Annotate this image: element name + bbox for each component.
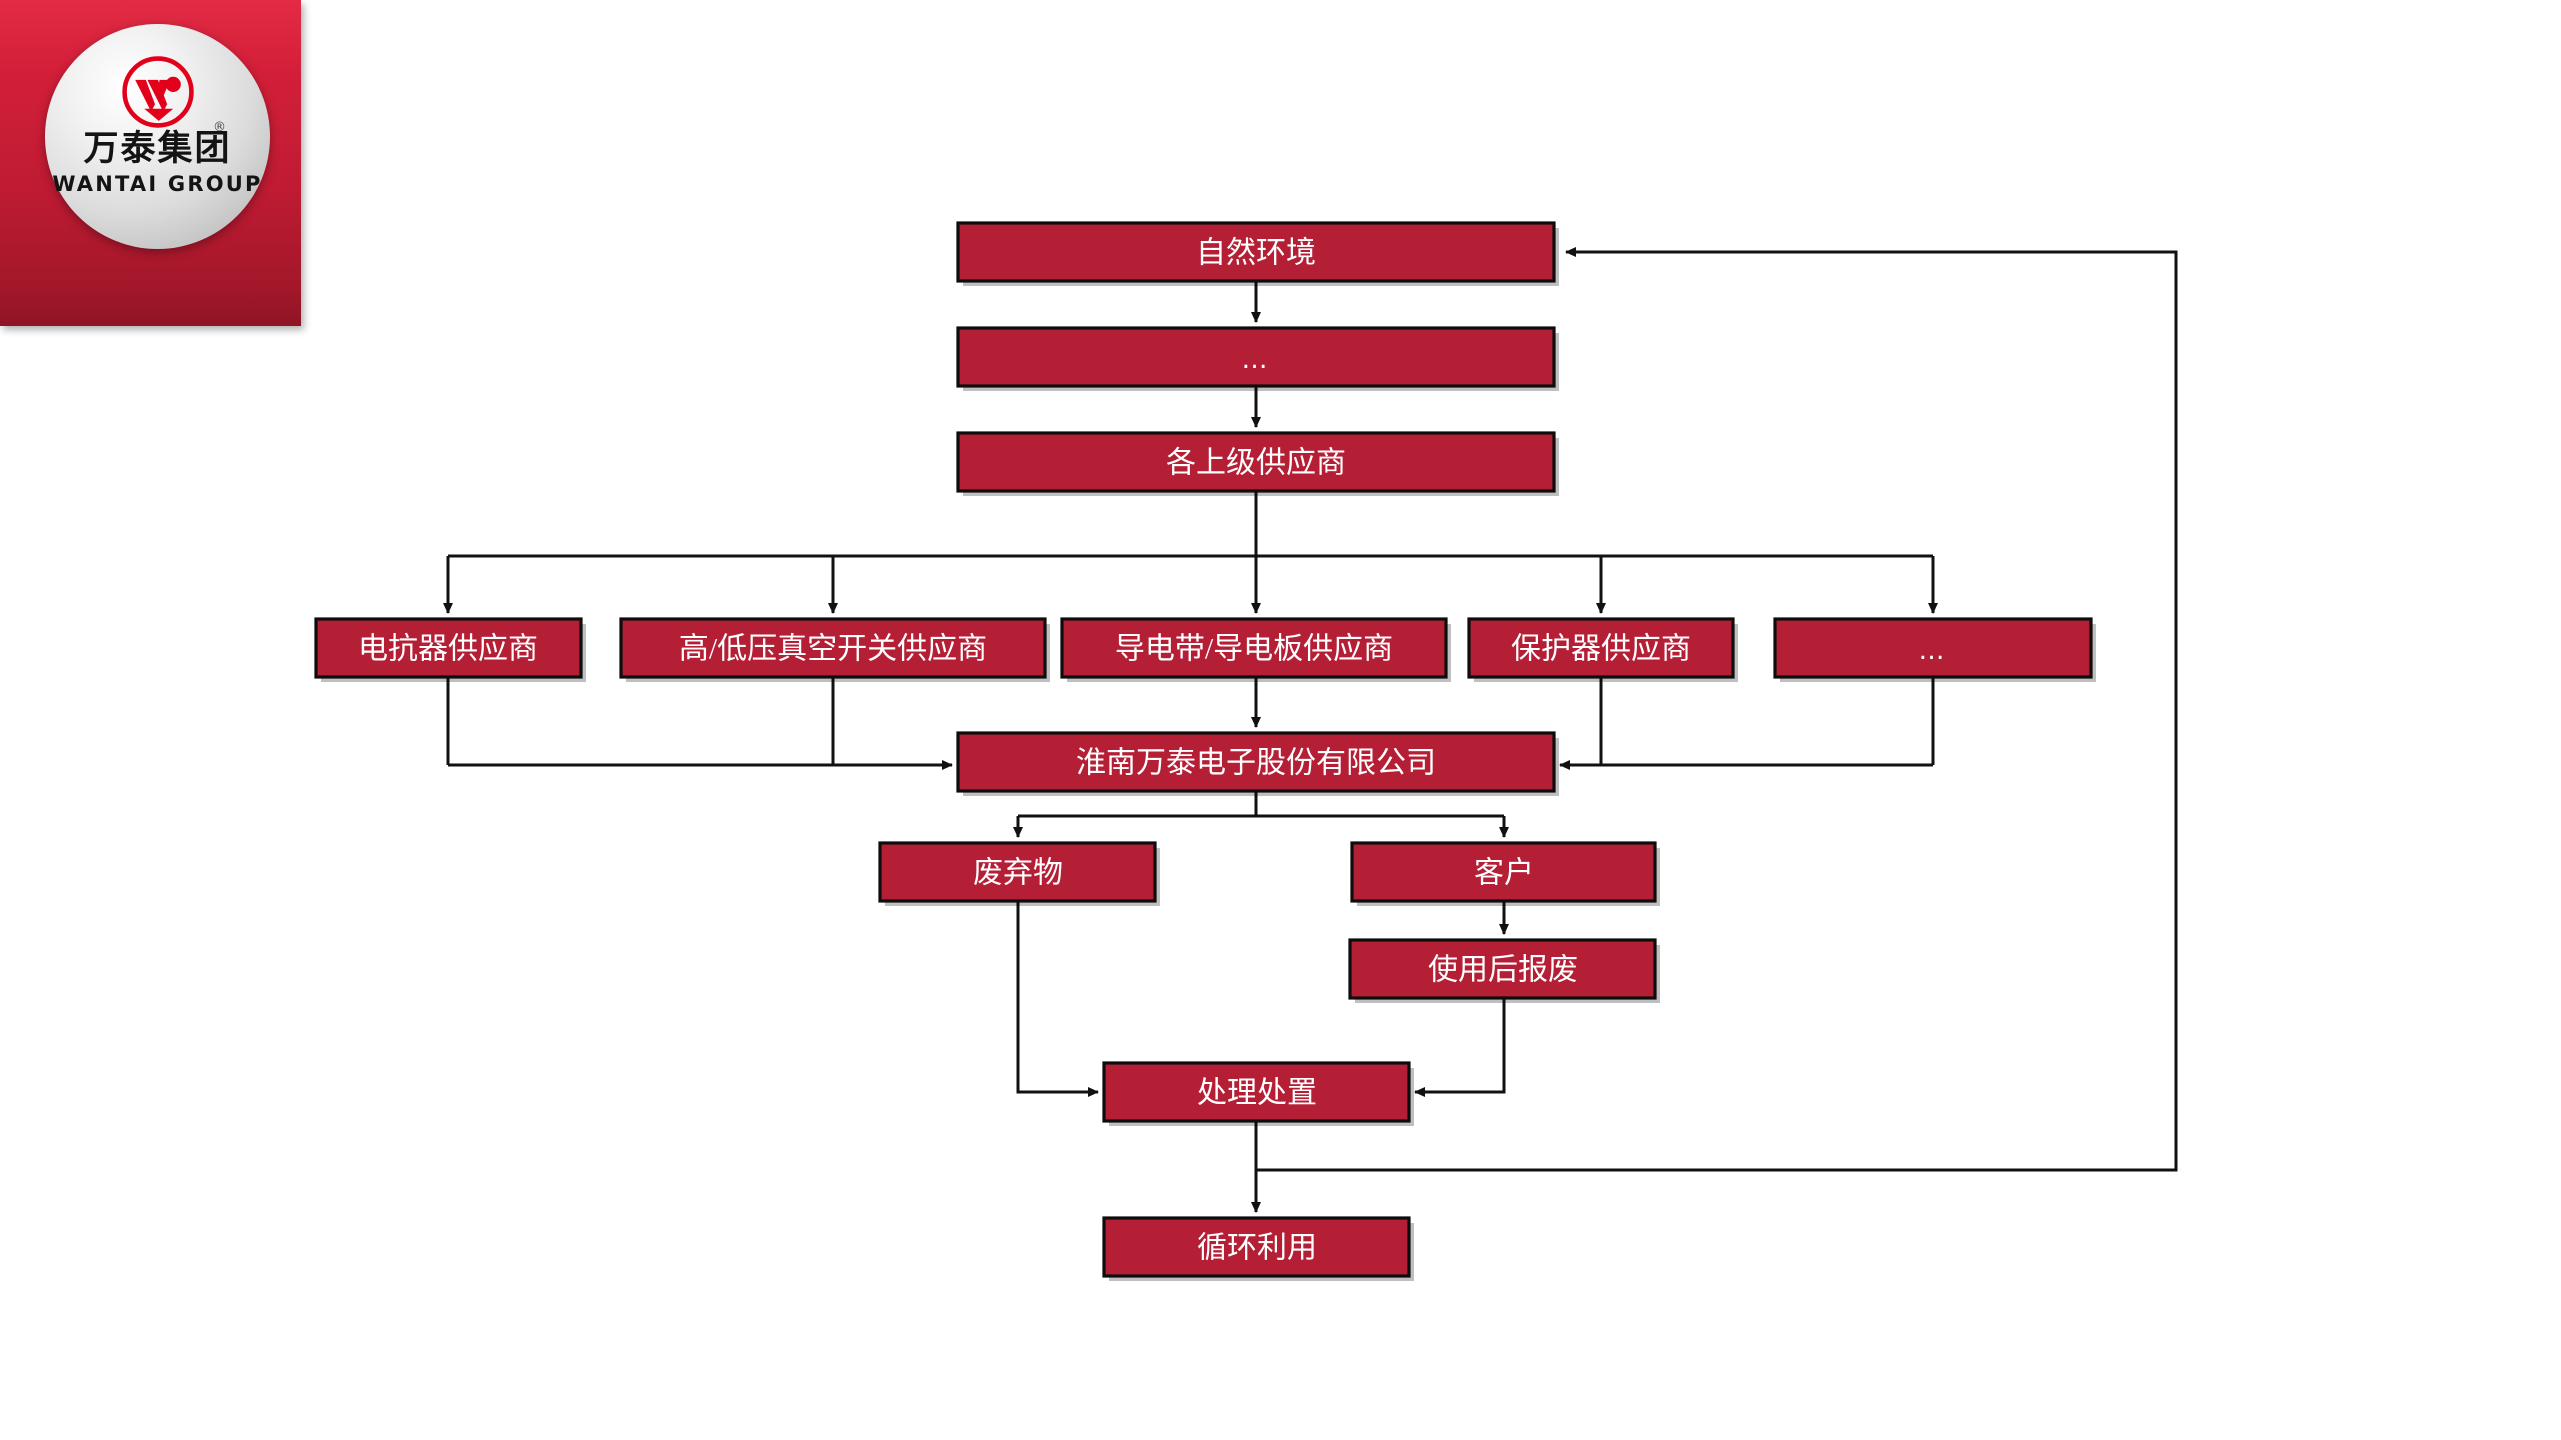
node-label: 高/低压真空开关供应商 — [679, 633, 987, 666]
node-label: 导电带/导电板供应商 — [1115, 633, 1393, 666]
node-label: 淮南万泰电子股份有限公司 — [1076, 747, 1436, 780]
node-reactor-supplier[interactable]: 电抗器供应商 — [314, 617, 586, 682]
node-waste[interactable]: 废弃物 — [878, 841, 1160, 906]
logo-brand-en: WANTAI GROUP — [52, 172, 263, 196]
node-layer: 自然环境 … 各上级供应商 电抗器供应商 高/低压真空开关供应商 导电带/导电板… — [314, 221, 2096, 1281]
node-label: 自然环境 — [1196, 237, 1316, 270]
edge-layer — [443, 247, 2178, 1213]
node-label: 使用后报废 — [1428, 954, 1578, 987]
node-treatment-disposal[interactable]: 处理处置 — [1102, 1061, 1414, 1126]
node-scrapped-after-use[interactable]: 使用后报废 — [1348, 938, 1660, 1003]
edge-waste-to-treatment — [1016, 901, 1099, 1097]
node-label: 电抗器供应商 — [358, 633, 538, 666]
logo-sphere: ® 万泰集团 WANTAI GROUP — [45, 24, 270, 249]
node-vacuum-switch-supplier[interactable]: 高/低压真空开关供应商 — [619, 617, 1050, 682]
logo-brand-cn: 万泰集团 — [83, 129, 232, 169]
node-supplier-dots[interactable]: … — [1773, 617, 2096, 682]
node-upstream-suppliers[interactable]: 各上级供应商 — [956, 431, 1559, 496]
node-conductive-strip-supplier[interactable]: 导电带/导电板供应商 — [1060, 617, 1451, 682]
node-label: 保护器供应商 — [1511, 633, 1691, 666]
node-label: 废弃物 — [973, 857, 1063, 890]
node-protector-supplier[interactable]: 保护器供应商 — [1467, 617, 1738, 682]
wantai-logo-panel: ® 万泰集团 WANTAI GROUP — [0, 0, 301, 326]
node-label: 客户 — [1474, 857, 1534, 890]
node-label: 处理处置 — [1197, 1077, 1317, 1110]
node-customer[interactable]: 客户 — [1350, 841, 1660, 906]
node-recycling[interactable]: 循环利用 — [1102, 1216, 1414, 1281]
edge-scrapped-to-treatment — [1414, 998, 1506, 1097]
node-label: … — [1242, 345, 1271, 375]
node-label: … — [1919, 636, 1948, 666]
node-intermediate-dots[interactable]: … — [956, 326, 1559, 391]
node-natural-environment[interactable]: 自然环境 — [956, 221, 1559, 286]
node-company[interactable]: 淮南万泰电子股份有限公司 — [956, 731, 1559, 796]
node-label: 循环利用 — [1197, 1232, 1317, 1265]
node-label: 各上级供应商 — [1166, 447, 1346, 480]
registered-trademark-icon: ® — [213, 120, 226, 135]
wantai-emblem-icon — [121, 56, 194, 128]
edge-treatment-to-env-feedback — [1256, 247, 2178, 1172]
